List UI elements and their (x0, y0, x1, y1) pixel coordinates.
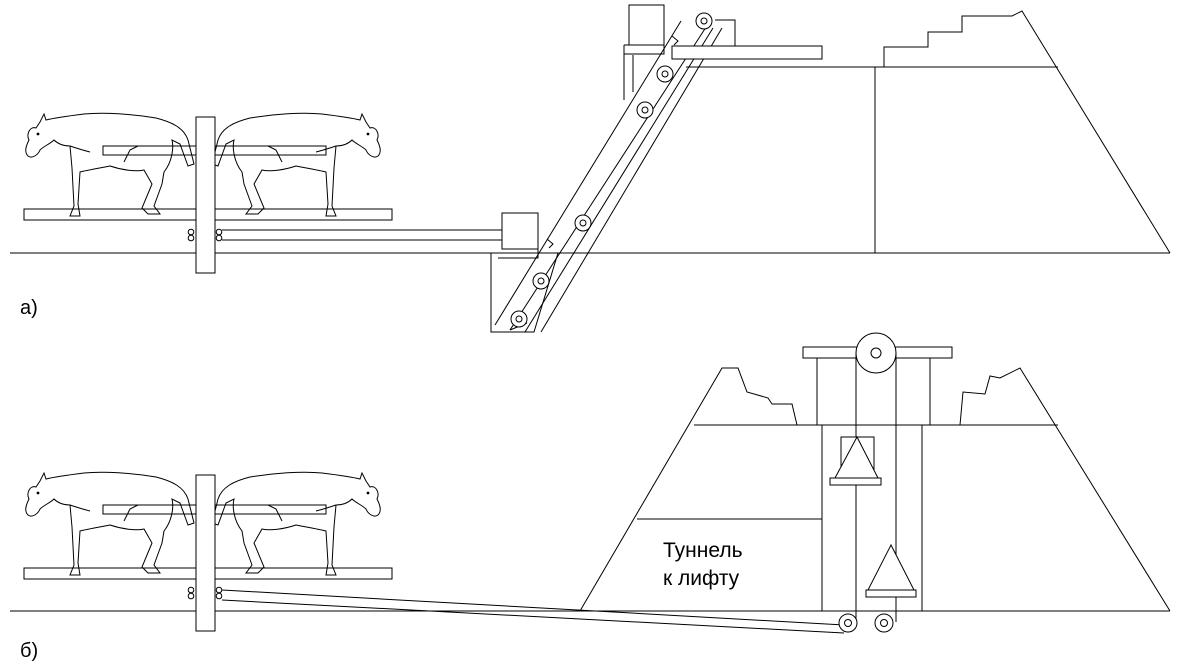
pyramid-b (579, 367, 1171, 612)
panel-label-a: а) (20, 297, 38, 319)
panel-a: а) (10, 4, 1171, 333)
capstan-shaft (195, 474, 216, 632)
inclined-conveyor (494, 12, 723, 333)
lower-drive-box (501, 212, 539, 250)
horse-right (211, 471, 381, 576)
horse-left (25, 112, 195, 217)
panel-label-b: б) (20, 640, 38, 662)
top-pulley (855, 332, 897, 374)
bottom-pulley-right (874, 613, 894, 633)
upper-drive-box (628, 4, 665, 46)
counterweight-upper (829, 435, 882, 486)
panel-b: Туннель к лифту б) (10, 332, 1171, 662)
horse-right (211, 112, 381, 217)
upper-platform (671, 45, 823, 60)
gear-pair (187, 586, 223, 600)
counterweight-lower (865, 543, 917, 598)
gear-pair (187, 228, 223, 242)
drive-rope (221, 589, 845, 626)
bottom-pulley-left (838, 613, 858, 633)
lower-pit (490, 252, 559, 333)
horse-left (25, 471, 195, 576)
pyramid-a (686, 10, 1171, 254)
tunnel-label: Туннель к лифту (663, 539, 748, 590)
capstan-shaft (195, 116, 216, 274)
